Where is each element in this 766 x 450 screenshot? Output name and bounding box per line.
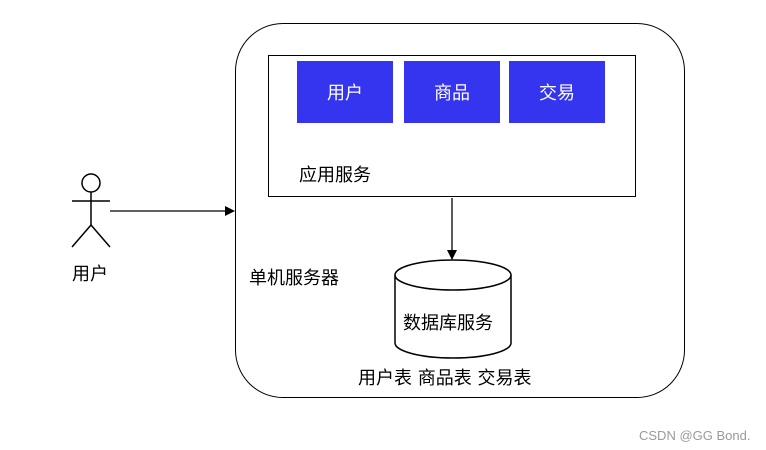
actor-right-leg <box>90 224 111 248</box>
app-service-label: 应用服务 <box>299 165 371 186</box>
watermark-text: CSDN @GG Bond. <box>639 428 751 443</box>
module-trade: 交易 <box>509 61 605 123</box>
actor-figure <box>71 173 111 248</box>
database-tables-label: 用户表 商品表 交易表 <box>358 368 532 389</box>
actor-left-leg <box>71 224 92 248</box>
database-label: 数据库服务 <box>403 313 493 334</box>
module-user: 用户 <box>297 61 393 123</box>
module-product: 商品 <box>404 61 500 123</box>
database-cylinder <box>394 259 512 359</box>
actor-label: 用户 <box>72 264 108 285</box>
server-label: 单机服务器 <box>249 268 339 289</box>
actor-head <box>81 173 101 193</box>
